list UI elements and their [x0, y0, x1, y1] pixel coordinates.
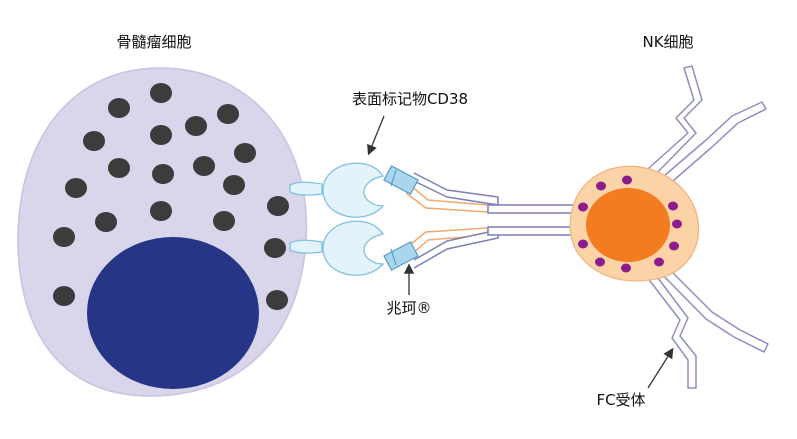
antibody-binding-tip-top	[383, 165, 419, 195]
granule	[65, 178, 87, 198]
nk-cell	[569, 65, 769, 389]
antibody	[383, 165, 583, 271]
nk-cell-nucleus	[586, 188, 670, 262]
granule	[108, 98, 130, 118]
binding-domain-divider	[390, 169, 397, 187]
antibody-heavy-chain-upper	[413, 172, 499, 206]
granule	[595, 257, 605, 267]
binding-domain	[383, 165, 419, 195]
granule	[669, 241, 679, 251]
cd38-cup	[322, 220, 385, 276]
granule	[53, 286, 75, 306]
granule	[150, 125, 172, 145]
granule	[150, 201, 172, 221]
cd38-marker-top	[289, 162, 385, 218]
fc-receptor-upper-right	[649, 101, 767, 195]
granule	[83, 131, 105, 151]
granule	[95, 212, 117, 232]
myeloma-cell	[17, 67, 308, 397]
label-surface-marker: 表面标记物CD38	[352, 90, 468, 108]
binding-domain	[383, 241, 419, 271]
granule	[654, 257, 664, 267]
granule	[152, 164, 174, 184]
granule	[672, 219, 682, 229]
granule	[621, 263, 631, 273]
myeloma-granules	[53, 83, 289, 310]
fc-receptor-upper-left	[639, 65, 703, 183]
label-antibody: 兆珂®	[386, 299, 431, 317]
fc-receptor-lower-right	[649, 255, 769, 353]
granule	[234, 143, 256, 163]
binding-domain-divider	[390, 248, 397, 266]
granule	[108, 158, 130, 178]
granule	[217, 104, 239, 124]
granule	[266, 290, 288, 310]
granule	[622, 175, 632, 185]
arrow-to-cd38	[367, 115, 385, 156]
granule	[668, 201, 678, 211]
antibody-fc-stem-top	[487, 204, 583, 214]
granule	[267, 196, 289, 216]
arrow-to-fc-receptor	[647, 347, 674, 389]
granule	[150, 83, 172, 103]
granule	[185, 116, 207, 136]
granule	[596, 181, 606, 191]
cd38-marker-bottom	[289, 220, 385, 276]
myeloma-nucleus	[87, 237, 259, 389]
granule	[578, 202, 588, 212]
antibody-binding-tip-bottom	[383, 241, 419, 271]
cd38-stalk	[289, 181, 323, 196]
granule	[578, 239, 588, 249]
label-nk-cell: NK细胞	[642, 33, 693, 51]
antibody-fc-stem-bottom	[487, 226, 583, 236]
cd38-cup	[322, 162, 385, 218]
granule	[53, 227, 75, 247]
granule	[193, 156, 215, 176]
granule	[213, 211, 235, 231]
granule	[223, 175, 245, 195]
label-myeloma-cell: 骨髓瘤细胞	[116, 33, 191, 51]
nk-granules	[578, 175, 682, 273]
cd38-stalk	[289, 239, 323, 254]
granule	[264, 238, 286, 258]
label-fc-receptor: FC受体	[596, 391, 645, 409]
